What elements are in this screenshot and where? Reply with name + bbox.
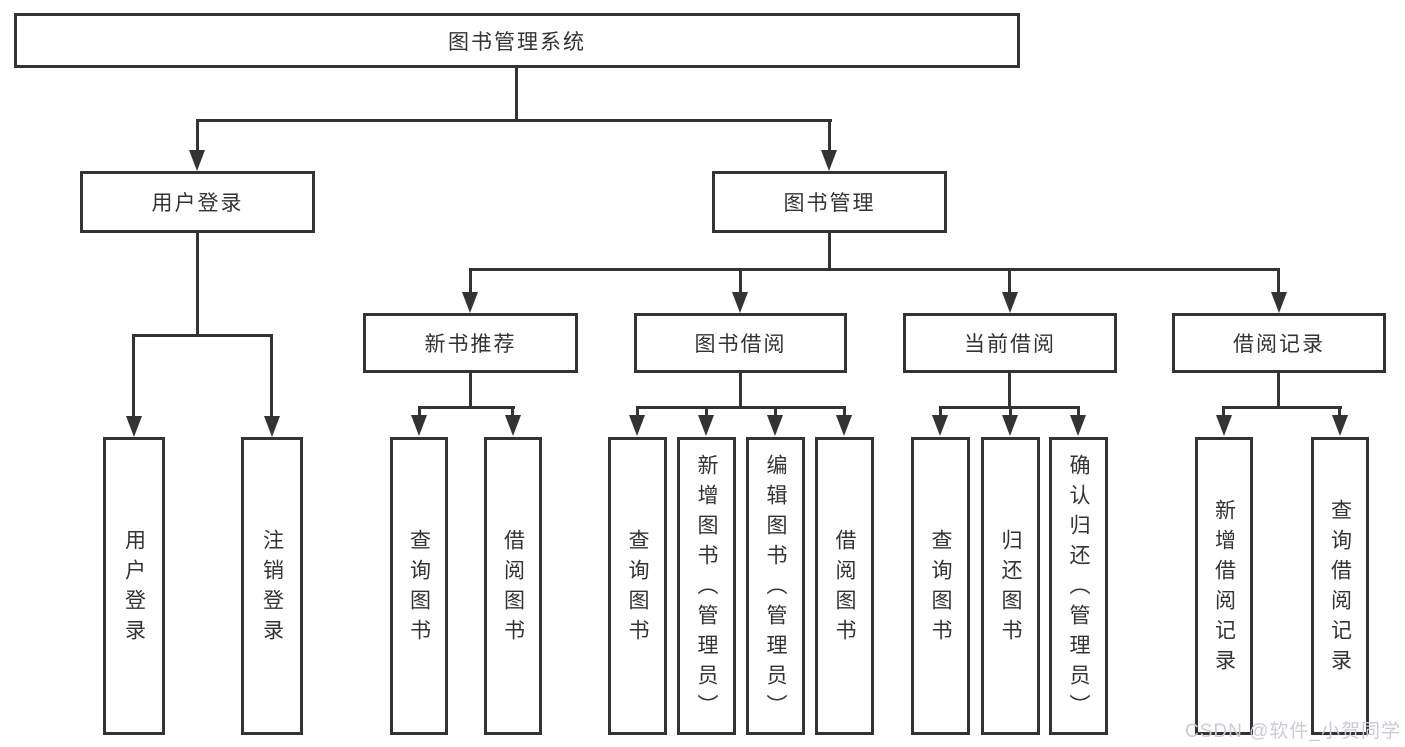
node-root: 图书管理系统 (14, 13, 1020, 68)
connector-line (270, 334, 273, 418)
leaf-nbr-borrow-books: 借阅图书 (484, 437, 542, 735)
leaf-user-login: 用户登录 (103, 437, 165, 735)
connector-line (636, 406, 846, 409)
arrow-down-icon (836, 415, 852, 436)
connector-line (132, 334, 273, 337)
arrow-down-icon (126, 416, 142, 437)
arrow-down-icon (189, 150, 205, 171)
leaf-nbr-query-books: 查询图书 (390, 437, 448, 735)
arrow-down-icon (767, 415, 783, 436)
leaf-bb-edit-books: 编辑图书（管理员） (746, 437, 805, 735)
arrow-down-icon (411, 415, 427, 436)
node-book-borrow: 图书借阅 (634, 313, 847, 373)
arrow-down-icon (1271, 292, 1287, 313)
connector-line (739, 373, 742, 408)
node-book-management: 图书管理 (712, 171, 947, 233)
leaf-bb-query-books: 查询图书 (608, 437, 667, 735)
connector-line (843, 406, 846, 418)
connector-line (196, 233, 199, 336)
connector-line (196, 119, 199, 152)
node-current-borrow: 当前借阅 (903, 313, 1117, 373)
arrow-down-icon (1002, 292, 1018, 313)
leaf-cb-confirm-return: 确认归还（管理员） (1049, 437, 1108, 735)
connector-line (196, 119, 832, 122)
connector-line (1008, 373, 1011, 408)
connector-line (469, 268, 1280, 271)
connector-line (1077, 406, 1080, 418)
arrow-down-icon (629, 415, 645, 436)
leaf-br-query-record: 查询借阅记录 (1311, 437, 1369, 735)
arrow-down-icon (698, 415, 714, 436)
connector-line (132, 334, 135, 418)
connector-line (1277, 268, 1280, 294)
arrow-down-icon (1070, 415, 1086, 436)
connector-line (1338, 406, 1341, 418)
arrow-down-icon (505, 415, 521, 436)
leaf-cb-query-books: 查询图书 (911, 437, 970, 735)
arrow-down-icon (1332, 415, 1348, 436)
connector-line (469, 268, 472, 294)
connector-line (774, 406, 777, 418)
leaf-bb-borrow-books: 借阅图书 (815, 437, 874, 735)
arrow-down-icon (932, 415, 948, 436)
node-user-login: 用户登录 (80, 171, 315, 233)
watermark: CSDN @软件_小贺同学 (1185, 721, 1401, 742)
connector-line (515, 68, 518, 122)
connector-line (705, 406, 708, 418)
connector-line (1277, 373, 1280, 408)
connector-line (511, 406, 514, 418)
connector-line (1008, 268, 1011, 294)
leaf-logout: 注销登录 (241, 437, 303, 735)
connector-line (1222, 406, 1342, 409)
arrow-down-icon (821, 150, 837, 171)
arrow-down-icon (1002, 415, 1018, 436)
leaf-br-add-record: 新增借阅记录 (1195, 437, 1253, 735)
connector-line (739, 268, 742, 294)
connector-line (939, 406, 942, 418)
node-borrow-records: 借阅记录 (1172, 313, 1386, 373)
connector-line (1009, 406, 1012, 418)
connector-line (636, 406, 639, 418)
leaf-cb-return-books: 归还图书 (981, 437, 1040, 735)
arrow-down-icon (264, 416, 280, 437)
connector-line (418, 406, 515, 409)
connector-line (418, 406, 421, 418)
arrow-down-icon (1216, 415, 1232, 436)
leaf-bb-add-books: 新增图书（管理员） (677, 437, 736, 735)
arrow-down-icon (732, 292, 748, 313)
connector-line (828, 233, 831, 270)
connector-line (1222, 406, 1225, 418)
arrow-down-icon (462, 292, 478, 313)
node-new-book-recommend: 新书推荐 (363, 313, 578, 373)
connector-line (469, 373, 472, 408)
connector-line (828, 119, 831, 152)
